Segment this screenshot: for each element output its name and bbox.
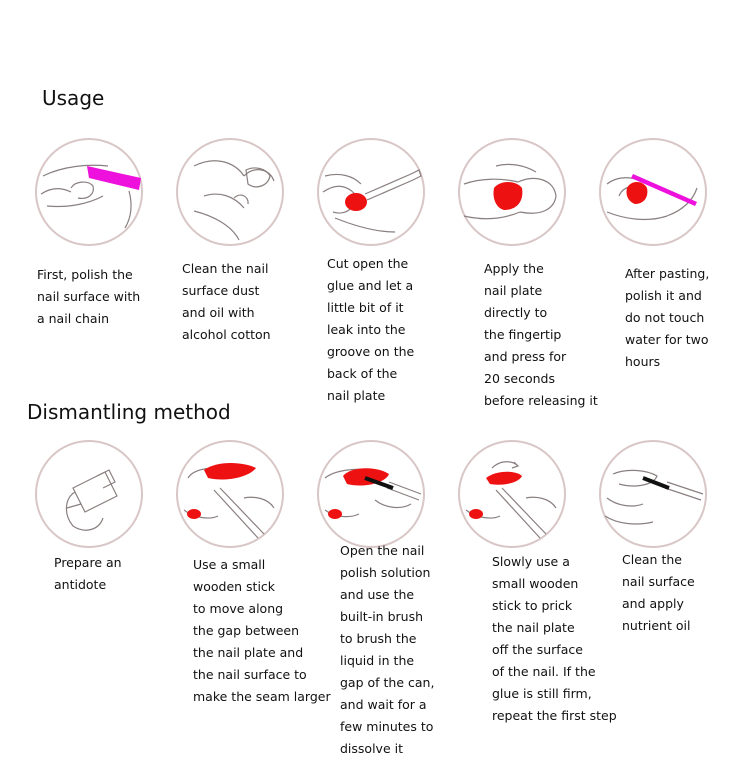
glue-nail-icon [315, 136, 427, 248]
polish-nail-icon [33, 136, 145, 248]
usage-step-2-text: Clean the nail surface dust and oil with… [182, 261, 271, 342]
brush-solution-icon [315, 438, 427, 550]
antidote-bottle-icon [33, 438, 145, 550]
usage-step-5-text: After pasting, polish it and do not touc… [625, 266, 710, 369]
dismantling-step-5-text: Clean the nail surface and apply nutrien… [622, 552, 695, 633]
wait-nail-icon [597, 136, 709, 248]
press-nail-icon [456, 136, 568, 248]
nutrient-oil-icon [597, 438, 709, 550]
clean-nail-icon [174, 136, 286, 248]
usage-heading: Usage [42, 86, 105, 110]
dismantling-step-3-text: Open the nail polish solution and use th… [340, 543, 435, 756]
pry-nail-icon [456, 438, 568, 550]
usage-step-4-text: Apply the nail plate directly to the fin… [484, 261, 598, 408]
dismantling-heading: Dismantling method [27, 400, 231, 424]
usage-step-3-text: Cut open the glue and let a little bit o… [327, 256, 415, 403]
dismantling-step-1-text: Prepare an antidote [54, 555, 122, 592]
dismantling-step-4-text: Slowly use a small wooden stick to prick… [492, 554, 617, 723]
wooden-stick-icon [174, 438, 286, 550]
usage-step-1-text: First, polish the nail surface with a na… [37, 267, 141, 326]
dismantling-step-2-text: Use a small wooden stick to move along t… [193, 557, 331, 704]
